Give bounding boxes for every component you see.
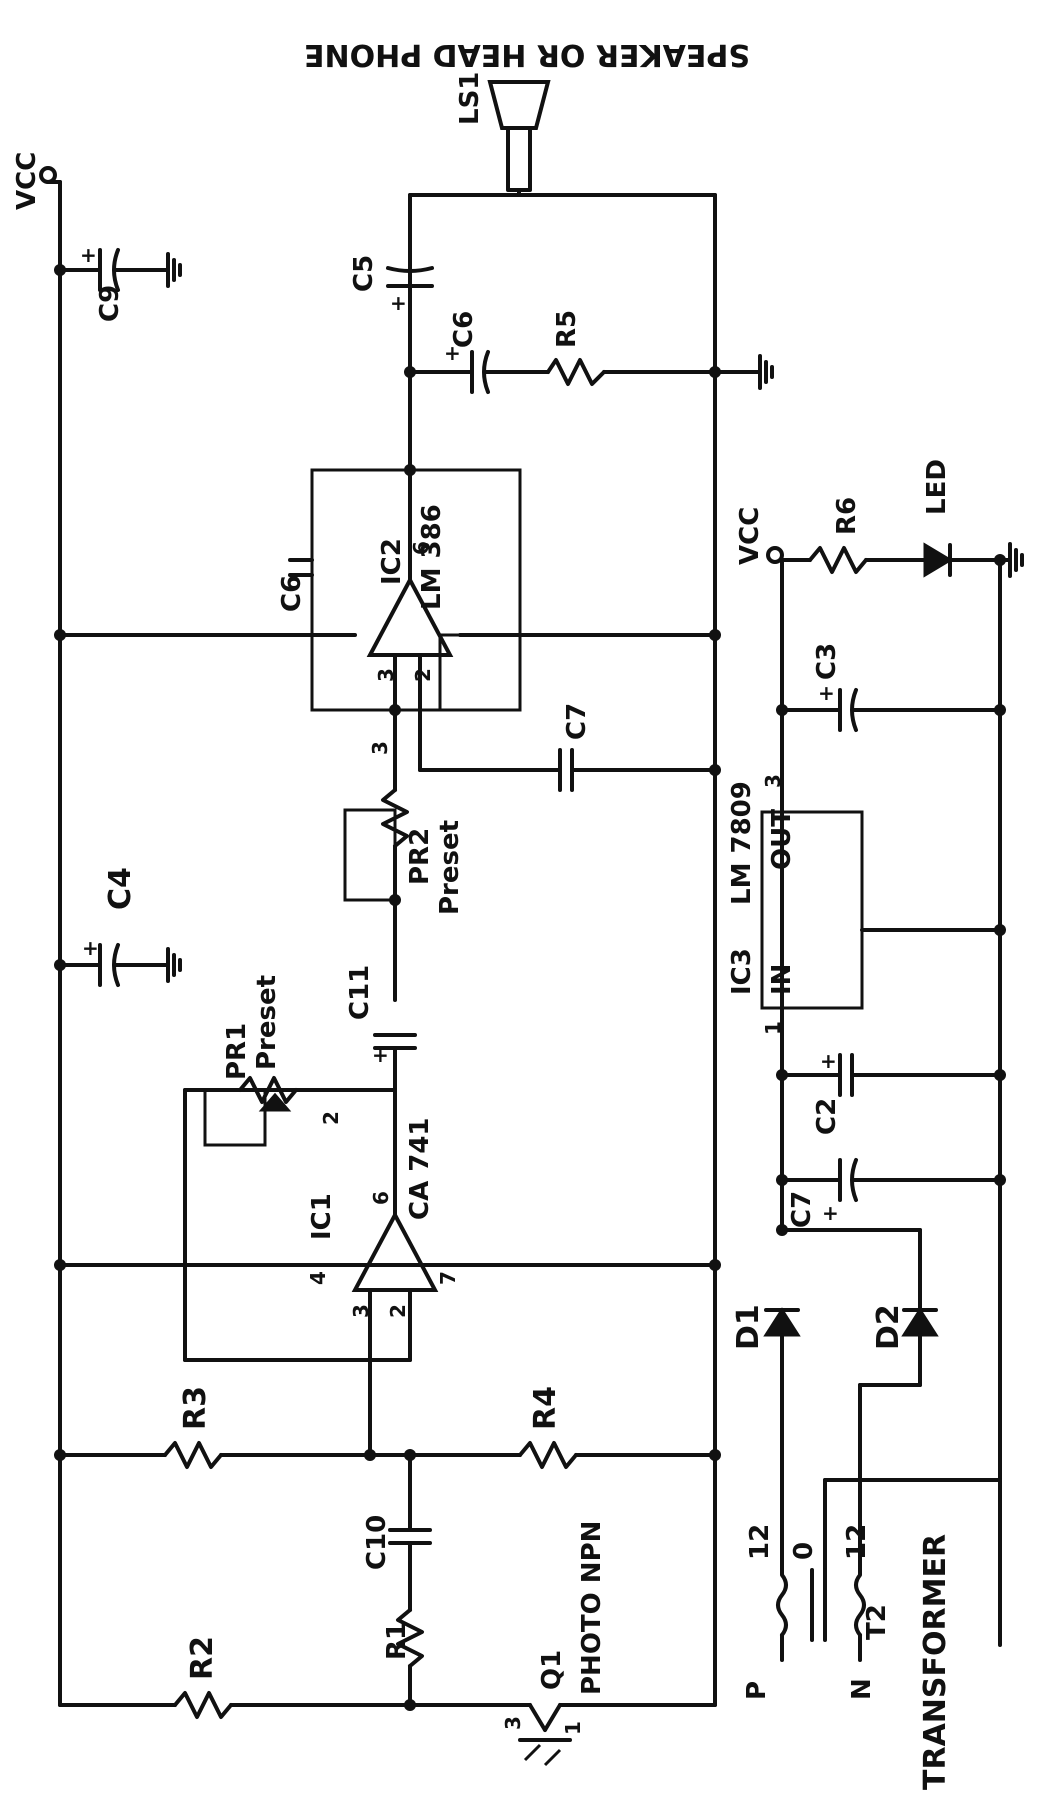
pr2-pin-3: 3 xyxy=(368,741,392,755)
r3-label: R3 xyxy=(178,1386,213,1430)
r3-r4-row xyxy=(54,1441,721,1532)
c4-label: C4 xyxy=(103,867,138,910)
c2-label: C2 xyxy=(812,1098,842,1135)
ic1-block xyxy=(54,1210,721,1457)
c7-psu-plus: + xyxy=(822,1201,839,1225)
c5-plus: + xyxy=(390,291,407,315)
lm7809-label: LM 7809 xyxy=(727,781,757,905)
q1-phototransistor-icon xyxy=(518,1703,572,1767)
led-icon xyxy=(923,542,953,578)
transformer-label: TRANSFORMER xyxy=(918,1534,953,1790)
ic2-pin-6: 6 xyxy=(409,541,433,555)
c4-capacitor xyxy=(54,943,182,987)
ic3-label: IC3 xyxy=(727,948,757,995)
r5-label: R5 xyxy=(552,310,582,348)
t2-sec0-label: 0 xyxy=(789,1542,819,1560)
c6-plus: + xyxy=(444,341,461,365)
c2-plus: + xyxy=(820,1049,837,1073)
c9-capacitor xyxy=(54,248,182,292)
q1-label: Q1 xyxy=(537,1650,567,1690)
c2-capacitor xyxy=(776,1053,1006,1097)
t2-label: T2 xyxy=(862,1604,892,1640)
c11-label: C11 xyxy=(345,965,375,1020)
c11-plus: + xyxy=(372,1043,389,1067)
c9-plus: + xyxy=(80,243,97,267)
ic2-label: IC2 xyxy=(377,538,407,585)
r4-label: R4 xyxy=(528,1386,563,1430)
vcc-psu-label: VCC xyxy=(735,507,765,565)
ic3-in-label: IN xyxy=(767,964,797,995)
ic3-pin-1: 1 xyxy=(761,1021,785,1035)
ls1-label: LS1 xyxy=(455,72,485,125)
pr2-preset xyxy=(343,704,409,1002)
t2-sec12b-label: 12 xyxy=(842,1524,872,1560)
ic2-pin-3: 3 xyxy=(374,668,398,682)
rectifier-diodes xyxy=(763,1224,1002,1572)
q1-pin-1: 1 xyxy=(561,1721,585,1735)
d2-diode-icon xyxy=(901,1307,939,1337)
c3-label: C3 xyxy=(812,643,842,680)
d1-label: D1 xyxy=(731,1304,766,1350)
r6-label: R6 xyxy=(832,497,862,535)
ic1-label: IC1 xyxy=(307,1193,337,1240)
lm386-label: LM 386 xyxy=(417,504,447,610)
vcc-rail xyxy=(39,166,62,1707)
t2-sec12a-label: 12 xyxy=(745,1524,775,1560)
ic3-regulator xyxy=(760,810,1006,1010)
ic3-out-label: OUT xyxy=(767,809,797,870)
c6-top-label: C6 xyxy=(449,311,479,348)
speaker-icon xyxy=(487,80,551,197)
ic1-opamp-icon xyxy=(351,1210,439,1292)
c7-ic-label: C7 xyxy=(562,703,592,740)
c5-label: C5 xyxy=(349,255,379,292)
c3-capacitor xyxy=(776,688,1006,732)
ic2-pin-2: 2 xyxy=(411,668,435,682)
transformer-icon xyxy=(776,1568,866,1662)
c7-psu-capacitor xyxy=(776,1158,1006,1202)
c3-plus: + xyxy=(818,681,835,705)
ic1-pin-4: 4 xyxy=(306,1271,330,1285)
vcc-main-label: VCC xyxy=(12,152,42,210)
c10-label: C10 xyxy=(362,1515,392,1570)
ic1-pin-2: 2 xyxy=(386,1304,410,1318)
pr1-preset-label: Preset xyxy=(252,975,282,1070)
d2-label: D2 xyxy=(871,1304,906,1350)
transformer-p-label: P xyxy=(742,1681,772,1700)
pr1-label: PR1 xyxy=(222,1023,252,1080)
ic2-block xyxy=(288,464,522,712)
pr2-label: PR2 xyxy=(405,828,435,885)
ic1-pin-7: 7 xyxy=(436,1271,460,1285)
c10-capacitor xyxy=(388,1528,432,1612)
c9-label: C9 xyxy=(95,285,125,322)
r1-resistor xyxy=(396,1608,424,1707)
q1-pin-3: 3 xyxy=(501,1716,525,1730)
c5-capacitor xyxy=(386,266,434,288)
speaker-label: SPEAKER OR HEAD PHONE xyxy=(304,37,750,72)
pr1-pin-2: 2 xyxy=(319,1111,343,1125)
ic2-opamp-icon xyxy=(366,575,454,657)
ic3-pin-3: 3 xyxy=(761,774,785,788)
transformer-n-label: N xyxy=(847,1678,877,1700)
c6-fb-label: C6 xyxy=(277,575,307,612)
ic1-pin-6: 6 xyxy=(369,1191,393,1205)
photo-npn-label: PHOTO NPN xyxy=(577,1521,607,1695)
pr1-preset xyxy=(183,1076,397,1362)
ic1-pin-3: 3 xyxy=(349,1304,373,1318)
ca741-label: CA 741 xyxy=(405,1117,435,1220)
led-label: LED xyxy=(922,459,952,515)
c7-psu-label: C7 xyxy=(787,1191,817,1228)
r2-label: R2 xyxy=(185,1636,220,1680)
pr2-preset-label: Preset xyxy=(435,820,465,915)
c6-r5-network xyxy=(404,350,774,394)
c7-ic-capacitor xyxy=(418,748,721,792)
d1-diode-icon xyxy=(763,1307,801,1337)
r2-row xyxy=(58,1691,717,1719)
psu-wiring xyxy=(766,542,1024,1647)
c11-capacitor xyxy=(373,1033,417,1092)
c4-plus: + xyxy=(82,936,99,960)
r1-label: R1 xyxy=(382,1622,412,1660)
